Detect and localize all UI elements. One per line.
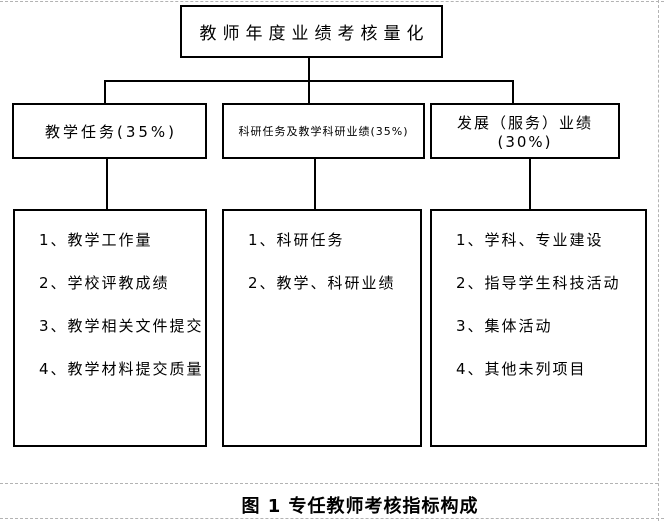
figure-caption: 图 1 专任教师考核指标构成 (241, 496, 479, 517)
list-item: 2、学校评教成绩 (39, 274, 170, 292)
list-development-performance: 1、学科、专业建设 2、指导学生科技活动 3、集体活动 4、其他未列项目 (430, 209, 647, 447)
connector-drop-left (104, 80, 106, 104)
node-research-tasks: 科研任务及教学科研业绩(35%) (222, 103, 425, 159)
page-boundary-middle (0, 483, 658, 484)
list-research-tasks: 1、科研任务 2、教学、科研业绩 (222, 209, 422, 447)
node-research-tasks-label: 科研任务及教学科研业绩(35%) (238, 125, 409, 138)
root-node-label: 教师年度业绩考核量化 (199, 24, 430, 44)
node-development-performance: 发展（服务）业绩(30%) (430, 103, 620, 159)
list-item: 3、教学相关文件提交 (39, 317, 204, 335)
list-item: 3、集体活动 (456, 317, 553, 335)
list-item: 1、科研任务 (248, 231, 345, 249)
node-teaching-tasks: 教学任务(35%) (12, 103, 207, 159)
list-item: 4、其他未列项目 (456, 360, 587, 378)
page-boundary-right (658, 0, 659, 521)
root-node: 教师年度业绩考核量化 (180, 5, 443, 58)
page-boundary-bottom (0, 518, 664, 519)
connector-drop-center (308, 80, 310, 104)
connector-right-to-list (529, 159, 531, 210)
connector-center-to-list (314, 159, 316, 210)
list-item: 1、教学工作量 (39, 231, 153, 249)
list-item: 4、教学材料提交质量 (39, 360, 204, 378)
node-teaching-tasks-label: 教学任务(35%) (44, 122, 178, 141)
connector-drop-right (512, 80, 514, 104)
connector-left-to-list (106, 159, 108, 210)
list-teaching-tasks: 1、教学工作量 2、学校评教成绩 3、教学相关文件提交 4、教学材料提交质量 (13, 209, 207, 447)
page-boundary-top (0, 1, 664, 2)
connector-root-drop (308, 57, 310, 81)
list-item: 2、教学、科研业绩 (248, 274, 396, 292)
list-item: 2、指导学生科技活动 (456, 274, 621, 292)
node-development-performance-label: 发展（服务）业绩(30%) (456, 113, 593, 151)
list-item: 1、学科、专业建设 (456, 231, 604, 249)
